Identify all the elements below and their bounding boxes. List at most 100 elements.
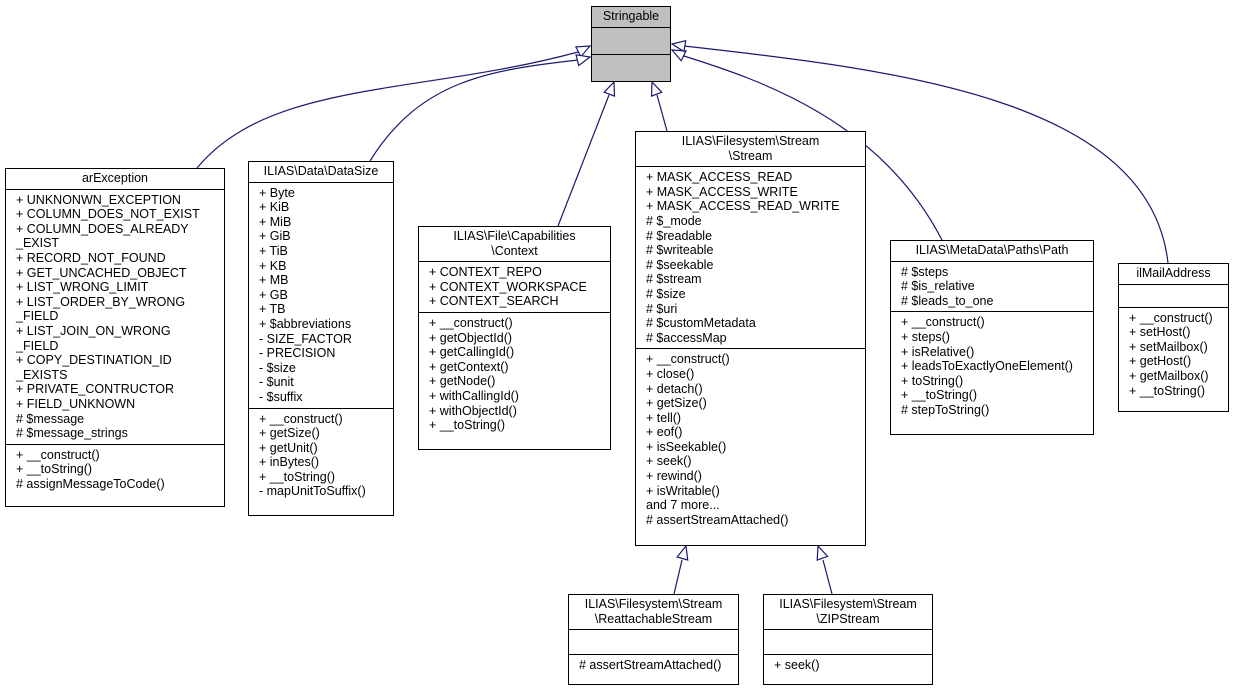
class-context-title: ILIAS\File\Capabilities \Context [453, 229, 576, 258]
attribute: # $message [16, 411, 85, 426]
operation: + __construct() [429, 315, 513, 330]
inheritance-arrowhead-zipstream [816, 544, 829, 561]
attribute: # $readable [646, 228, 713, 243]
class-stream-title: ILIAS\Filesystem\Stream \Stream [681, 134, 820, 163]
class-reattachable-stream: ILIAS\Filesystem\Stream \ReattachableStr… [568, 594, 739, 685]
operation: + toString() [901, 373, 964, 388]
operation: + __construct() [259, 411, 343, 426]
operation: + __construct() [1129, 310, 1213, 325]
attribute: # $size [646, 286, 686, 301]
inheritance-arrowhead-path [670, 49, 688, 62]
class-arexception: arException + UNKNONWN_EXCEPTION + COLUM… [5, 168, 225, 507]
class-ilmailaddress-attributes [1119, 283, 1228, 307]
operation: + getContext() [429, 359, 509, 374]
operation: # assertStreamAttached() [579, 658, 722, 673]
class-zipstream-attributes [764, 629, 932, 654]
attribute: # $leads_to_one [901, 293, 994, 308]
operation: + seek() [646, 454, 692, 469]
inheritance-edge-arexception [196, 51, 579, 169]
operation: + isSeekable() [646, 439, 727, 454]
attribute: + KiB [259, 200, 290, 215]
attribute: + MASK_ACCESS_READ_WRITE [646, 199, 840, 214]
attribute: # $seekable [646, 257, 714, 272]
operation: + eof() [646, 425, 683, 440]
operation: + isRelative() [901, 344, 975, 359]
class-context-attributes: + CONTEXT_REPO + CONTEXT_WORKSPACE + CON… [419, 261, 610, 312]
class-datasize: ILIAS\Data\DataSize + Byte + KiB + MiB +… [248, 161, 394, 516]
class-reattachable-stream-attributes [569, 629, 738, 654]
class-arexception-attributes: + UNKNONWN_EXCEPTION + COLUMN_DOES_NOT_E… [6, 188, 224, 444]
operation: + getSize() [646, 396, 707, 411]
class-path-title: ILIAS\MetaData\Paths\Path [915, 243, 1069, 257]
attribute: + TiB [259, 243, 288, 258]
attribute: + GiB [259, 229, 291, 244]
operation: + __construct() [16, 447, 100, 462]
class-zipstream: ILIAS\Filesystem\Stream \ZIPStream + see… [763, 594, 933, 685]
attribute: + LIST_JOIN_ON_WRONG _FIELD [16, 323, 171, 353]
class-zipstream-operations: + seek() [764, 654, 932, 676]
operation: + getSize() [259, 426, 320, 441]
attribute: # $writeable [646, 243, 714, 258]
attribute: + UNKNONWN_EXCEPTION [16, 192, 181, 207]
operation: + inBytes() [259, 455, 320, 470]
attribute: - $suffix [259, 389, 303, 404]
attribute: # $stream [646, 272, 702, 287]
operation: # assertStreamAttached() [646, 512, 789, 527]
operation: + getHost() [1129, 354, 1192, 369]
class-stream-attributes: + MASK_ACCESS_READ + MASK_ACCESS_WRITE +… [636, 166, 865, 348]
attribute: + $abbreviations [259, 316, 352, 331]
class-stream-operations: + __construct() + close() + detach() + g… [636, 348, 865, 530]
attribute: # $uri [646, 301, 678, 316]
class-ilmailaddress: ilMailAddress + __construct() + setHost(… [1118, 263, 1229, 412]
inheritance-edge-path [683, 55, 943, 241]
class-arexception-title: arException [81, 171, 148, 185]
inheritance-arrowhead-datasize [575, 54, 592, 67]
operation: + setHost() [1129, 325, 1191, 340]
class-path: ILIAS\MetaData\Paths\Path # $steps # $is… [890, 240, 1094, 435]
class-datasize-title: ILIAS\Data\DataSize [263, 164, 379, 178]
attribute: # $message_strings [16, 426, 128, 441]
operation: + __construct() [646, 352, 730, 367]
operation: + __toString() [429, 418, 506, 433]
inheritance-edge-context [557, 94, 610, 227]
attribute: + COLUMN_DOES_ALREADY _EXIST [16, 221, 189, 251]
attribute: - SIZE_FACTOR [259, 331, 352, 346]
attribute: # $customMetadata [646, 316, 756, 331]
operation: + close() [646, 366, 695, 381]
attribute: + LIST_WRONG_LIMIT [16, 280, 149, 295]
operation: + seek() [774, 658, 820, 673]
attribute: + MASK_ACCESS_READ [646, 170, 793, 185]
attribute: + CONTEXT_REPO [429, 265, 542, 280]
operation: + detach() [646, 381, 703, 396]
operation: + withObjectId() [429, 403, 517, 418]
inheritance-edge-datasize [369, 59, 579, 162]
attribute: # $accessMap [646, 330, 727, 345]
operation: + __toString() [901, 388, 978, 403]
class-reattachable-stream-operations: # assertStreamAttached() [569, 654, 738, 676]
attribute: + Byte [259, 185, 295, 200]
operation: # assignMessageToCode() [16, 476, 165, 491]
inheritance-edge-reattachable [673, 559, 683, 595]
inheritance-edge-ilmailaddress [683, 45, 1169, 264]
attribute: - $size [259, 360, 296, 375]
class-context: ILIAS\File\Capabilities \Context + CONTE… [418, 226, 611, 450]
attribute: + TB [259, 302, 286, 317]
operation: + getUnit() [259, 440, 318, 455]
inheritance-arrowhead-stream [650, 80, 663, 97]
operation: + isWritable() [646, 483, 720, 498]
attribute: + FIELD_UNKNOWN [16, 396, 136, 411]
attribute: + CONTEXT_SEARCH [429, 294, 559, 309]
attribute: + PRIVATE_CONTRUCTOR [16, 382, 175, 397]
class-stringable-attributes [592, 26, 670, 54]
class-datasize-operations: + __construct() + getSize() + getUnit() … [249, 407, 393, 503]
class-ilmailaddress-title: ilMailAddress [1136, 266, 1211, 280]
operation: + leadsToExactlyOneElement() [901, 359, 1073, 374]
inheritance-arrowhead-arexception [574, 45, 592, 58]
class-stream: ILIAS\Filesystem\Stream \Stream + MASK_A… [635, 131, 866, 546]
inheritance-edge-stream [656, 94, 668, 132]
attribute: - $unit [259, 375, 294, 390]
operation: + __toString() [1129, 383, 1206, 398]
class-path-attributes: # $steps # $is_relative # $leads_to_one [891, 260, 1093, 312]
attribute: + GB [259, 287, 288, 302]
